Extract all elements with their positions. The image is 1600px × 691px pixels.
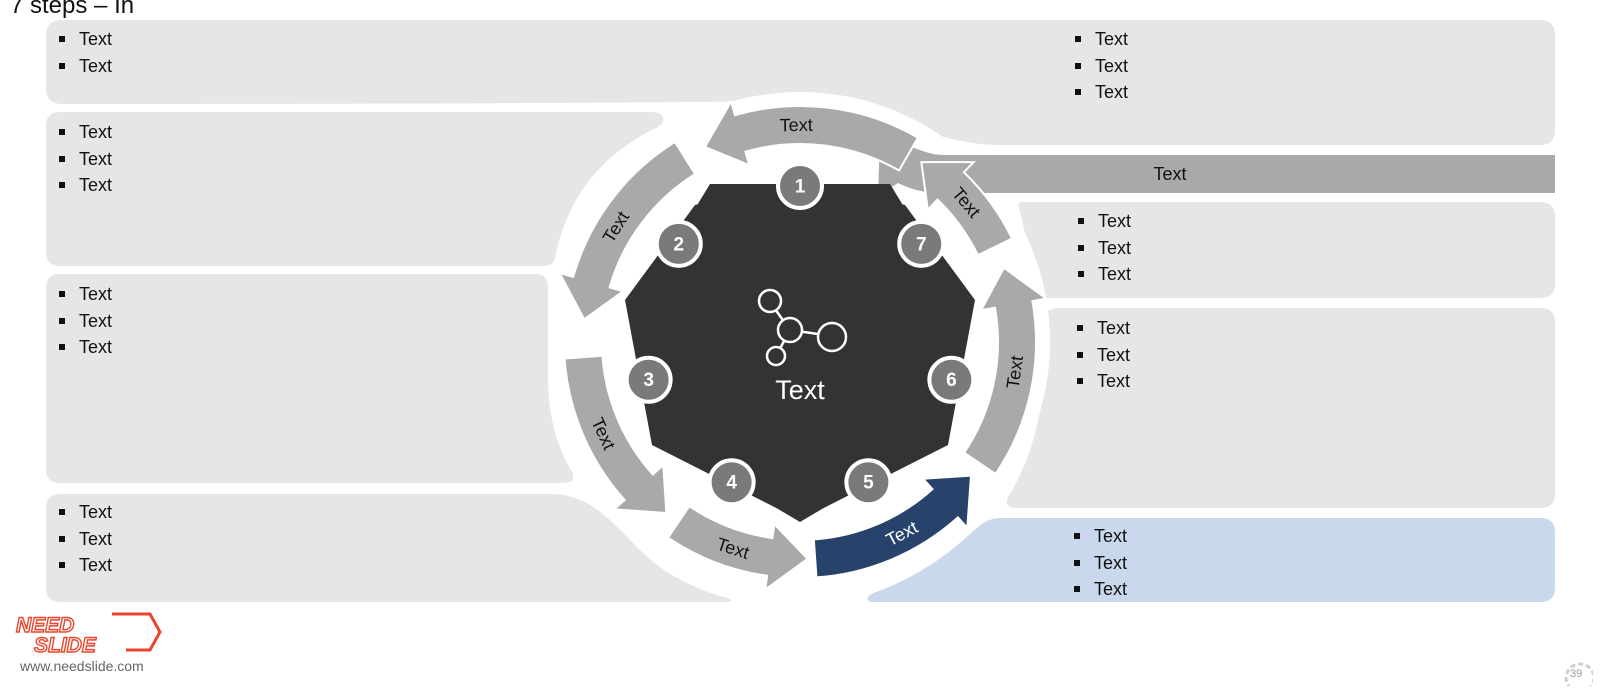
logo-url: www.needslide.com [20, 658, 144, 674]
step-number-3: 3 [643, 370, 654, 391]
step-number-2: 2 [673, 234, 684, 255]
bullet-item: Text [57, 499, 112, 526]
ring-arrow-label-6: Text [1003, 354, 1027, 389]
step-circle-3 [624, 355, 673, 404]
bullet-item: Text [57, 53, 112, 80]
bullet-item: Text [57, 119, 112, 146]
bullet-item: Text [1073, 53, 1128, 80]
logo-line1: NEED [16, 614, 74, 637]
panel-right-3 [1006, 308, 1555, 508]
panel-left-4 [46, 494, 732, 602]
step-circle-2 [654, 219, 703, 268]
step-number-4: 4 [726, 473, 737, 494]
bullet-item: Text [57, 172, 112, 199]
step-circles: 1 2 3 4 5 6 7 [624, 162, 976, 507]
panel-right-4 [867, 518, 1555, 602]
bullet-item: Text [1076, 235, 1131, 262]
step-number-5: 5 [863, 473, 874, 494]
bullet-item: Text [57, 526, 112, 553]
molecule-icon [757, 288, 848, 367]
bullet-item: Text [1073, 79, 1128, 106]
input-arrow [878, 136, 1555, 196]
bullet-item: Text [1072, 550, 1127, 577]
panel-left-2 [46, 112, 664, 266]
page-number: 39 [1563, 660, 1596, 691]
hub-heptagon-inner [625, 180, 975, 520]
step-circle-6 [927, 355, 976, 404]
step-circle-1 [776, 162, 824, 210]
slide-title: 7 steps – In [10, 0, 135, 19]
step-number-6: 6 [946, 370, 957, 391]
bullet-item: Text [57, 552, 112, 579]
panel-left-3 [46, 274, 574, 483]
bullet-item: Text [1076, 208, 1131, 235]
ring-arrow-3 [563, 354, 668, 515]
hub [625, 180, 975, 522]
input-arrow-label: Text [1153, 164, 1186, 184]
ring-arrow-1 [703, 99, 920, 172]
step-circle-5 [844, 458, 893, 507]
ring-arrow-2 [557, 140, 697, 321]
bullet-item: Text [57, 26, 112, 53]
bullet-item: Text [1075, 315, 1130, 342]
needslide-logo: NEED SLIDE [15, 612, 162, 656]
step-number-1: 1 [795, 177, 806, 198]
bullet-item: Text [57, 334, 112, 361]
hub-label: Text [775, 375, 825, 405]
bullet-item: Text [1073, 26, 1128, 53]
ring-arrow-6 [962, 266, 1049, 476]
step-number-7: 7 [916, 234, 927, 255]
ring-arrows [557, 99, 1049, 592]
panel-right-2 [1018, 202, 1555, 298]
bullet-item: Text [1075, 368, 1130, 395]
bullet-item: Text [57, 281, 112, 308]
bullet-item: Text [1072, 523, 1127, 550]
bullet-item: Text [1072, 576, 1127, 603]
ring-arrow-7 [920, 161, 1014, 257]
bullet-item: Text [57, 308, 112, 335]
panel-top [46, 20, 1555, 145]
page-number-text: 39 [1570, 668, 1583, 680]
ring-arrow-5 [812, 474, 973, 579]
logo-line2: SLIDE [34, 634, 97, 656]
ring-arrow-4 [666, 504, 810, 592]
step-circle-4 [707, 458, 756, 507]
bullet-item: Text [57, 146, 112, 173]
ring-arrow-label-1: Text [780, 115, 813, 136]
bullet-item: Text [1075, 342, 1130, 369]
step-circle-7 [897, 219, 946, 268]
bullet-item: Text [1076, 261, 1131, 288]
